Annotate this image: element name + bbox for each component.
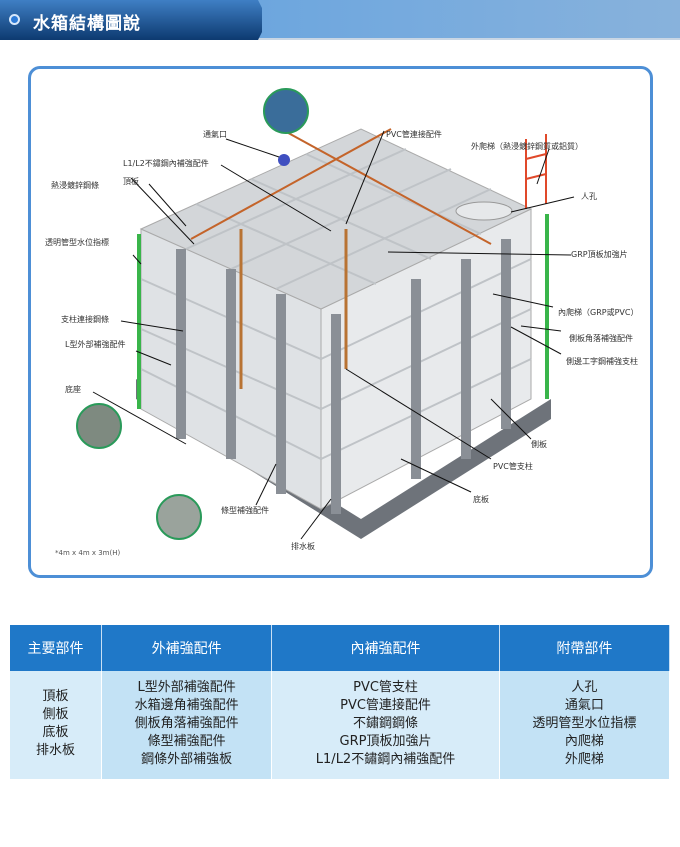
label-base: 底座 — [65, 385, 81, 394]
list-item: GRP頂板加強片 — [339, 734, 432, 749]
section-header: 水箱結構圖說 — [0, 0, 680, 40]
list-item: 排水板 — [36, 743, 76, 758]
list-item: L1/L2不鏽鋼內補強配件 — [315, 752, 456, 767]
list-item: 內爬梯 — [564, 734, 604, 749]
dimension-note: *4m x 4m x 3m(H) — [55, 549, 121, 557]
label-pvc-connector: PVC管連接配件 — [386, 130, 442, 139]
list-item: 人孔 — [571, 680, 598, 695]
label-i-beam-column: 側邊工字鋼補強支柱 — [566, 357, 638, 366]
label-outer-ladder: 外爬梯（熱浸鍍鋅鋼質或鋁質） — [471, 142, 583, 151]
label-vent: 通氣口 — [203, 130, 227, 139]
header-title-tab — [0, 0, 262, 40]
label-inner-reinforce: L1/L2不鏽鋼內補強配件 — [123, 159, 209, 168]
page-title: 水箱結構圖說 — [33, 14, 141, 34]
list-item: 側板 — [42, 707, 69, 722]
header-outer-reinforce: 外補強配件 — [101, 625, 273, 671]
header-accessories: 附帶部件 — [499, 625, 671, 671]
main-parts-cell: 頂板側板底板排水板 — [10, 671, 103, 779]
label-pvc-column: PVC管支柱 — [493, 462, 533, 471]
list-item: 通氣口 — [564, 698, 604, 713]
list-item: L型外部補強配件 — [137, 680, 236, 695]
list-item: 水箱邊角補強配件 — [134, 698, 239, 713]
header-main-parts: 主要部件 — [10, 625, 103, 671]
label-galvanized-bar: 熱浸鍍鋅鋼條 — [51, 181, 99, 190]
list-item: 底板 — [42, 725, 69, 740]
label-l-reinforce: L型外部補強配件 — [65, 340, 126, 349]
label-strip-reinforce: 條型補強配件 — [221, 506, 269, 515]
label-bottom-panel: 底板 — [473, 495, 489, 504]
label-corner-reinforce: 側板角落補強配件 — [569, 334, 633, 343]
list-item: PVC管支柱 — [353, 680, 418, 695]
label-roof: 頂板 — [123, 177, 139, 186]
list-item: 鋼條外部補強板 — [141, 752, 233, 767]
label-inner-ladder: 內爬梯（GRP或PVC） — [558, 308, 639, 317]
header-inner-reinforce: 內補強配件 — [271, 625, 500, 671]
list-item: 頂板 — [42, 689, 69, 704]
list-item: 條型補強配件 — [147, 734, 226, 749]
list-item: 不鏽鋼鋼條 — [353, 716, 419, 731]
list-item: PVC管連接配件 — [340, 698, 431, 713]
bullet-icon — [9, 14, 20, 25]
label-drain-panel: 排水板 — [291, 542, 315, 551]
outer-reinforce-cell: L型外部補強配件水箱邊角補強配件側板角落補強配件條型補強配件鋼條外部補強板 — [101, 671, 273, 779]
label-grp-roof-plate: GRP頂板加強片 — [571, 250, 628, 259]
label-manhole: 人孔 — [581, 192, 597, 201]
label-level-indicator: 透明管型水位指標 — [45, 238, 109, 247]
list-item: 透明管型水位指標 — [532, 716, 637, 731]
tank-illustration — [76, 88, 575, 540]
label-column-connector: 支柱連接鋼條 — [61, 315, 109, 324]
component-table: 主要部件 外補強配件 內補強配件 附帶部件 頂板側板底板排水板 L型外部補強配件… — [10, 625, 671, 779]
label-side-panel: 側板 — [531, 440, 547, 449]
inner-reinforce-cell: PVC管支柱 PVC管連接配件不鏽鋼鋼條 GRP頂板加強片 L1/L2不鏽鋼內補強配件 — [271, 671, 500, 779]
tank-structure-diagram: 通氣口 PVC管連接配件 L1/L2不鏽鋼內補強配件 頂板 熱浸鍍鋅鋼條 透明管… — [28, 66, 653, 578]
list-item: 外爬梯 — [564, 752, 604, 767]
accessories-cell: 人孔通氣口透明管型水位指標內爬梯外爬梯 — [499, 671, 671, 779]
list-item: 側板角落補強配件 — [134, 716, 239, 731]
